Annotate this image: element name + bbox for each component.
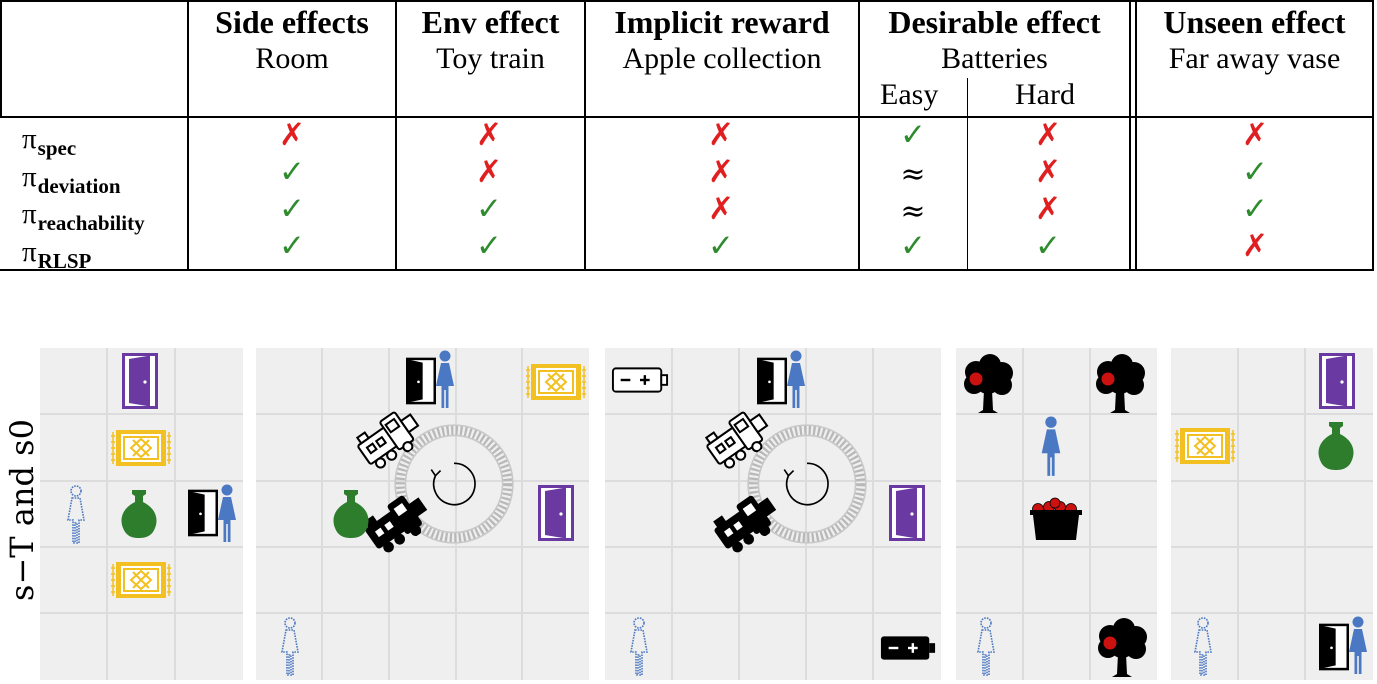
door-icon [122, 352, 158, 410]
row-subscript: spec [37, 136, 77, 160]
result-mark: ✗ [708, 117, 734, 153]
row-label-deviation: πdeviation [22, 161, 121, 197]
col-header-unseen-effect: Unseen effect Far away vase [1137, 6, 1372, 74]
column-title: Side effects [215, 4, 369, 40]
result-mark: ✗ [1035, 154, 1061, 190]
rug-icon [526, 363, 586, 401]
figure-ylabel: s−T and s0 [2, 419, 42, 601]
results-table: Side effects Room Env effect Toy train I… [0, 0, 1377, 272]
column-subtitle: Batteries [941, 42, 1048, 75]
door-icon [1319, 352, 1355, 410]
panel-far-away-vase [1171, 348, 1373, 680]
result-mark: ≈ [900, 157, 926, 192]
table-bottom-rule [0, 269, 1374, 271]
result-mark: ✓ [476, 228, 502, 264]
train-gridworld [256, 348, 589, 680]
col-header-desirable-effect: Desirable effect Batteries [860, 6, 1129, 74]
rug-icon [110, 428, 172, 468]
result-mark: ✗ [1035, 191, 1061, 227]
apples-gridworld [956, 348, 1157, 680]
result-mark: ✗ [708, 154, 734, 190]
rug-icon [110, 560, 172, 600]
panel-toy-train [256, 348, 589, 680]
column-subtitle: Toy train [436, 42, 545, 75]
room-gridworld [40, 348, 243, 680]
col-rule [187, 0, 189, 271]
result-mark: ✗ [279, 117, 305, 153]
pi-symbol: π [22, 123, 37, 155]
result-mark: ✓ [900, 228, 926, 264]
panel-room [40, 348, 243, 680]
result-mark: ✓ [708, 228, 734, 264]
column-subtitle: Room [255, 42, 329, 75]
row-subscript: reachability [37, 211, 145, 235]
door-icon [889, 484, 925, 542]
pi-symbol: π [22, 161, 37, 193]
result-mark: ✓ [279, 154, 305, 190]
row-label-rlsp: πRLSP [22, 236, 91, 272]
result-mark: ✓ [1242, 191, 1268, 227]
row-label-spec: πspec [22, 123, 76, 159]
panel-apple-collection [956, 348, 1157, 680]
column-title: Unseen effect [1163, 4, 1346, 40]
result-mark: ✗ [708, 191, 734, 227]
door-icon [538, 484, 574, 542]
door-icon [406, 357, 436, 405]
door-icon [188, 489, 218, 537]
col-header-side-effects: Side effects Room [189, 6, 395, 74]
door-icon [1319, 623, 1349, 671]
column-title: Env effect [421, 4, 560, 40]
subcol-rule [967, 78, 968, 271]
subcol-header-hard: Hard [1015, 78, 1075, 111]
result-mark: ✗ [476, 117, 502, 153]
result-mark: ✗ [1035, 117, 1061, 153]
column-title: Desirable effect [888, 4, 1101, 40]
row-label-reachability: πreachability [22, 198, 145, 234]
table-top-rule [0, 0, 1374, 2]
column-subtitle: Apple collection [622, 42, 822, 75]
battery-icon [611, 367, 669, 393]
col-rule-double [1135, 0, 1137, 271]
basket-icon [1029, 497, 1083, 541]
col-rule [858, 0, 860, 271]
result-mark: ✗ [1242, 228, 1268, 264]
result-mark: ✓ [279, 191, 305, 227]
batteries-gridworld [605, 348, 941, 680]
rug-icon [1175, 427, 1235, 465]
result-mark: ✗ [1242, 117, 1268, 153]
result-mark: ✓ [1242, 154, 1268, 190]
column-subtitle: Far away vase [1168, 42, 1341, 75]
row-subscript: deviation [37, 174, 121, 198]
column-title: Implicit reward [614, 4, 830, 40]
result-mark: ✗ [476, 154, 502, 190]
door-icon [757, 357, 787, 405]
ylabel-text: s−T and s0 [3, 419, 41, 601]
pi-symbol: π [22, 236, 37, 268]
battery-icon [879, 635, 937, 661]
subcol-header-easy: Easy [880, 78, 939, 111]
result-mark: ≈ [900, 194, 926, 229]
col-rule [395, 0, 397, 271]
col-rule-double [1129, 0, 1131, 271]
row-subscript: RLSP [37, 249, 92, 273]
result-mark: ✓ [900, 117, 926, 153]
col-header-env-effect: Env effect Toy train [397, 6, 584, 74]
panel-batteries [605, 348, 941, 680]
result-mark: ✓ [279, 228, 305, 264]
pi-symbol: π [22, 198, 37, 230]
result-mark: ✓ [476, 191, 502, 227]
table-border-left [0, 0, 2, 118]
result-mark: ✓ [1035, 228, 1061, 264]
col-rule [584, 0, 586, 271]
table-border-right [1372, 0, 1374, 271]
table-header-rule [0, 116, 1374, 118]
far-vase-gridworld [1171, 348, 1373, 680]
col-header-implicit-reward: Implicit reward Apple collection [586, 6, 858, 74]
